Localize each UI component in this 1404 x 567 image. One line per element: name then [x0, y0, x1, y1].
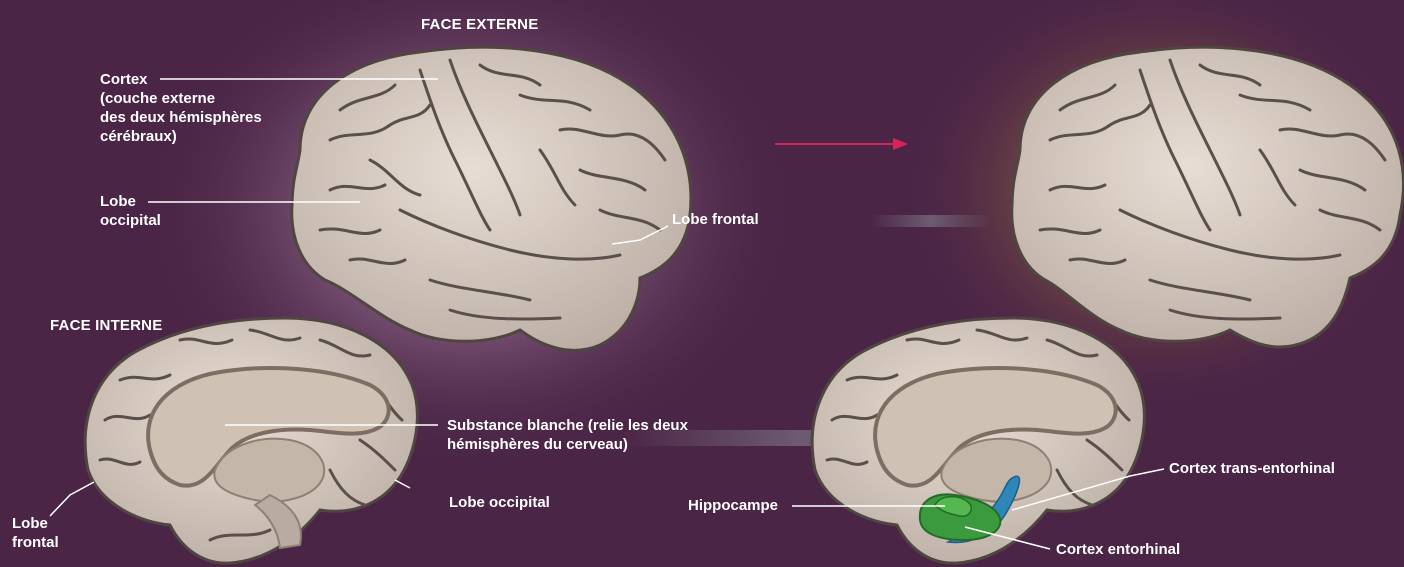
label-hippocampe: Hippocampe: [688, 496, 778, 515]
label-cortex: Cortex (couche externe des deux hémisphè…: [100, 70, 262, 146]
label-lobe-frontal-top: Lobe frontal: [672, 210, 759, 229]
label-substance-blanche: Substance blanche (relie les deux hémisp…: [447, 416, 688, 454]
light-streak: [870, 215, 990, 227]
label-lobe-occipital-bottom: Lobe occipital: [449, 493, 550, 512]
heading-face-externe: FACE EXTERNE: [421, 16, 538, 33]
label-cortex-trans-entorhinal: Cortex trans-entorhinal: [1169, 459, 1335, 478]
heading-face-interne: FACE INTERNE: [50, 317, 162, 334]
label-lobe-frontal-bottom: Lobe frontal: [12, 514, 59, 552]
label-cortex-entorhinal: Cortex entorhinal: [1056, 540, 1180, 559]
label-lobe-occipital-top: Lobe occipital: [100, 192, 161, 230]
